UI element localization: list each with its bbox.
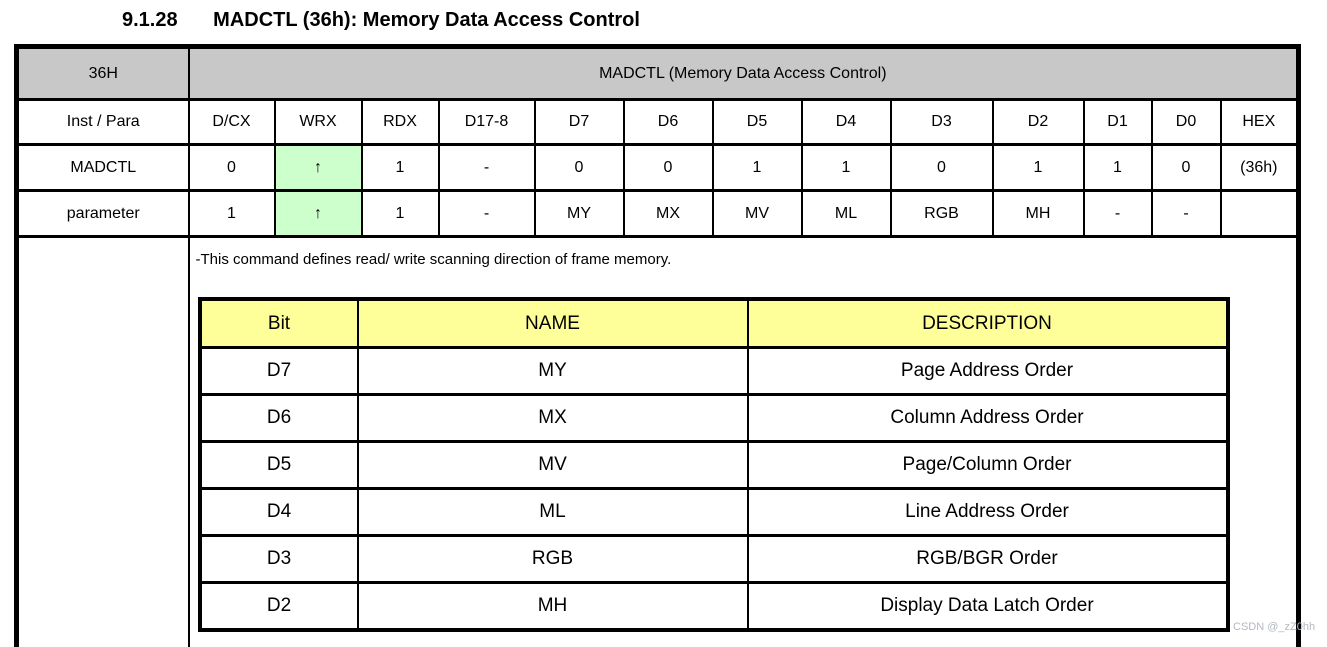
cell-d3: 0 bbox=[889, 143, 994, 192]
command-description: -This command defines read/ write scanni… bbox=[195, 251, 672, 268]
watermark: CSDN @_zZ0hh bbox=[1233, 621, 1316, 633]
bit-cell: D6 bbox=[198, 393, 359, 443]
description-cell: Display Data Latch Order bbox=[746, 581, 1229, 632]
cell-hex bbox=[1219, 189, 1300, 238]
bit-cell: D3 bbox=[198, 534, 359, 584]
cell-d2: 1 bbox=[991, 143, 1085, 192]
description-cell: -This command defines read/ write scanni… bbox=[187, 235, 1300, 647]
column-header-d7: D7 bbox=[533, 98, 625, 146]
cell-d0: 0 bbox=[1150, 143, 1222, 192]
bit-cell: D2 bbox=[198, 581, 359, 632]
cell-dcx: 0 bbox=[187, 143, 276, 192]
bit-cell: D7 bbox=[198, 346, 359, 396]
cell-d6: 0 bbox=[622, 143, 714, 192]
bit-row-d4: D4 ML Line Address Order bbox=[198, 487, 1229, 537]
bit-row-d2: D2 MH Display Data Latch Order bbox=[198, 581, 1229, 632]
description-header-cell: DESCRIPTION bbox=[746, 297, 1229, 349]
cell-rdx: 1 bbox=[360, 143, 440, 192]
description-cell: Column Address Order bbox=[746, 393, 1229, 443]
bit-row-d7: D7 MY Page Address Order bbox=[198, 346, 1229, 396]
section-number: 9.1.28 bbox=[122, 9, 178, 31]
name-cell: RGB bbox=[356, 534, 749, 584]
column-header-d5: D5 bbox=[711, 98, 803, 146]
column-header-wrx: WRX bbox=[273, 98, 363, 146]
bit-header-cell: Bit bbox=[198, 297, 359, 349]
column-header-d2: D2 bbox=[991, 98, 1085, 146]
register-table: 36H MADCTL (Memory Data Access Control) … bbox=[14, 44, 1302, 647]
name-cell: MV bbox=[356, 440, 749, 490]
bit-cell: D4 bbox=[198, 487, 359, 537]
bit-cell: D5 bbox=[198, 440, 359, 490]
cell-d4: ML bbox=[800, 189, 892, 238]
name-header-cell: NAME bbox=[356, 297, 749, 349]
column-header-dcx: D/CX bbox=[187, 98, 276, 146]
name-cell: ML bbox=[356, 487, 749, 537]
cell-d0: - bbox=[1150, 189, 1222, 238]
cell-wrx-arrow-up-icon: ↑ bbox=[273, 189, 363, 238]
column-header-hex: HEX bbox=[1219, 98, 1300, 146]
cell-d2: MH bbox=[991, 189, 1085, 238]
row-label: MADCTL bbox=[15, 143, 190, 192]
cell-d1: - bbox=[1082, 189, 1153, 238]
description-cell: RGB/BGR Order bbox=[746, 534, 1229, 584]
cell-d3: RGB bbox=[889, 189, 994, 238]
description-cell: Page/Column Order bbox=[746, 440, 1229, 490]
column-header-rdx: RDX bbox=[360, 98, 440, 146]
register-title-row: 36H MADCTL (Memory Data Access Control) bbox=[15, 45, 1300, 101]
column-header-d3: D3 bbox=[889, 98, 994, 146]
cell-d6: MX bbox=[622, 189, 714, 238]
column-header-inst-para: Inst / Para bbox=[15, 98, 190, 146]
column-header-d1: D1 bbox=[1082, 98, 1153, 146]
register-header-row: Inst / Para D/CX WRX RDX D17-8 D7 D6 D5 … bbox=[15, 98, 1300, 146]
bit-row-d6: D6 MX Column Address Order bbox=[198, 393, 1229, 443]
column-header-d6: D6 bbox=[622, 98, 714, 146]
cell-d17-8: - bbox=[437, 143, 536, 192]
name-cell: MY bbox=[356, 346, 749, 396]
section-title-text: MADCTL (36h): Memory Data Access Control bbox=[213, 9, 640, 31]
description-cell: Page Address Order bbox=[746, 346, 1229, 396]
row-label: parameter bbox=[15, 189, 190, 238]
register-code-cell: 36H bbox=[15, 45, 190, 101]
cell-d7: 0 bbox=[533, 143, 625, 192]
name-cell: MX bbox=[356, 393, 749, 443]
column-header-d17-8: D17-8 bbox=[437, 98, 536, 146]
bit-row-d3: D3 RGB RGB/BGR Order bbox=[198, 534, 1229, 584]
cell-hex: (36h) bbox=[1219, 143, 1300, 192]
description-row: -This command defines read/ write scanni… bbox=[15, 235, 1300, 647]
column-header-d4: D4 bbox=[800, 98, 892, 146]
cell-d4: 1 bbox=[800, 143, 892, 192]
bit-table-header-row: Bit NAME DESCRIPTION bbox=[198, 297, 1229, 349]
description-cell: Line Address Order bbox=[746, 487, 1229, 537]
bit-description-table: Bit NAME DESCRIPTION D7 MY Page Address … bbox=[197, 297, 1230, 632]
cell-rdx: 1 bbox=[360, 189, 440, 238]
column-header-d0: D0 bbox=[1150, 98, 1222, 146]
cell-wrx-arrow-up-icon: ↑ bbox=[273, 143, 363, 192]
parameter-row: parameter 1 ↑ 1 - MY MX MV ML RGB MH - - bbox=[15, 189, 1300, 238]
cell-d17-8: - bbox=[437, 189, 536, 238]
section-title: 9.1.28 MADCTL (36h): Memory Data Access … bbox=[122, 9, 640, 32]
cell-dcx: 1 bbox=[187, 189, 276, 238]
cell-d1: 1 bbox=[1082, 143, 1153, 192]
cell-d5: MV bbox=[711, 189, 803, 238]
name-cell: MH bbox=[356, 581, 749, 632]
madctl-command-row: MADCTL 0 ↑ 1 - 0 0 1 1 0 1 1 0 (36h) bbox=[15, 143, 1300, 192]
cell-d7: MY bbox=[533, 189, 625, 238]
empty-label-cell bbox=[15, 235, 190, 647]
bit-row-d5: D5 MV Page/Column Order bbox=[198, 440, 1229, 490]
cell-d5: 1 bbox=[711, 143, 803, 192]
register-name-cell: MADCTL (Memory Data Access Control) bbox=[187, 45, 1300, 101]
